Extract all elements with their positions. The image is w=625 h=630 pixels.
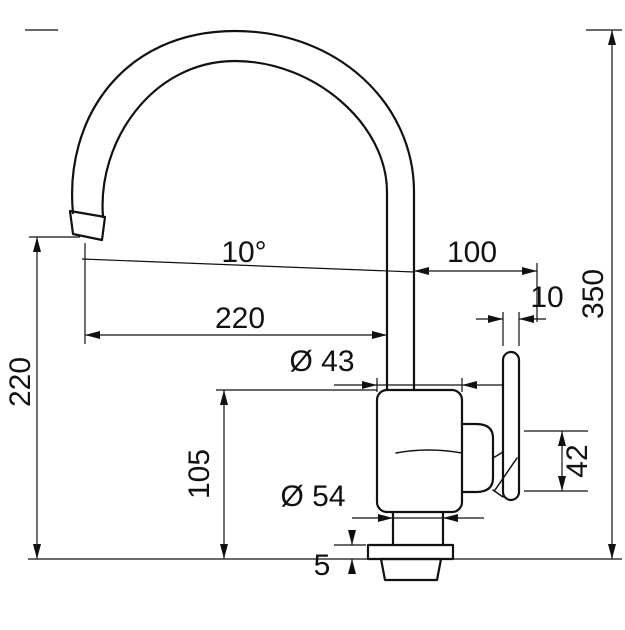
dimension-label-42: 42 [561,444,594,477]
dimension-label-220-reach: 220 [215,302,265,335]
handle-lever-arm-line [494,457,518,491]
faucet-body [375,388,464,514]
dimension-350: 350 [25,29,622,559]
handle-connector-bottom [492,489,504,498]
spout-aerator [68,209,107,242]
handle-connector-top [492,451,504,459]
dimension-220-outlet-height: 220 [4,236,80,559]
dimension-angle-10deg: 10° [81,236,415,273]
dimension-label-220-vertical: 220 [4,357,37,407]
dimension-100: 100 [414,236,538,322]
dimension-220-reach: 220 [84,243,387,344]
body-seam-line [395,449,463,454]
dimension-label-dia-43: Ø 43 [289,345,354,378]
angle-reference-line [81,258,415,273]
dimension-label-350: 350 [577,269,610,319]
dimension-42: 42 [524,430,594,492]
dimension-label-5: 5 [314,549,331,582]
dimension-5: 5 [314,530,366,582]
spout-arc-inner [101,59,389,392]
spout-arc-outer [71,29,416,392]
dimension-105: 105 [183,389,377,559]
handle-lever [501,350,521,502]
dimension-dia-54: Ø 54 [280,480,484,522]
dimension-10-handle-width: 10 [476,281,564,346]
dimension-label-dia-54: Ø 54 [280,480,345,513]
dimension-dia-43: Ø 43 [289,345,504,392]
dimension-label-10: 10 [530,281,563,314]
dimension-label-100: 100 [447,236,497,269]
dimension-label-angle: 10° [221,236,266,269]
dimension-label-105: 105 [183,449,216,499]
